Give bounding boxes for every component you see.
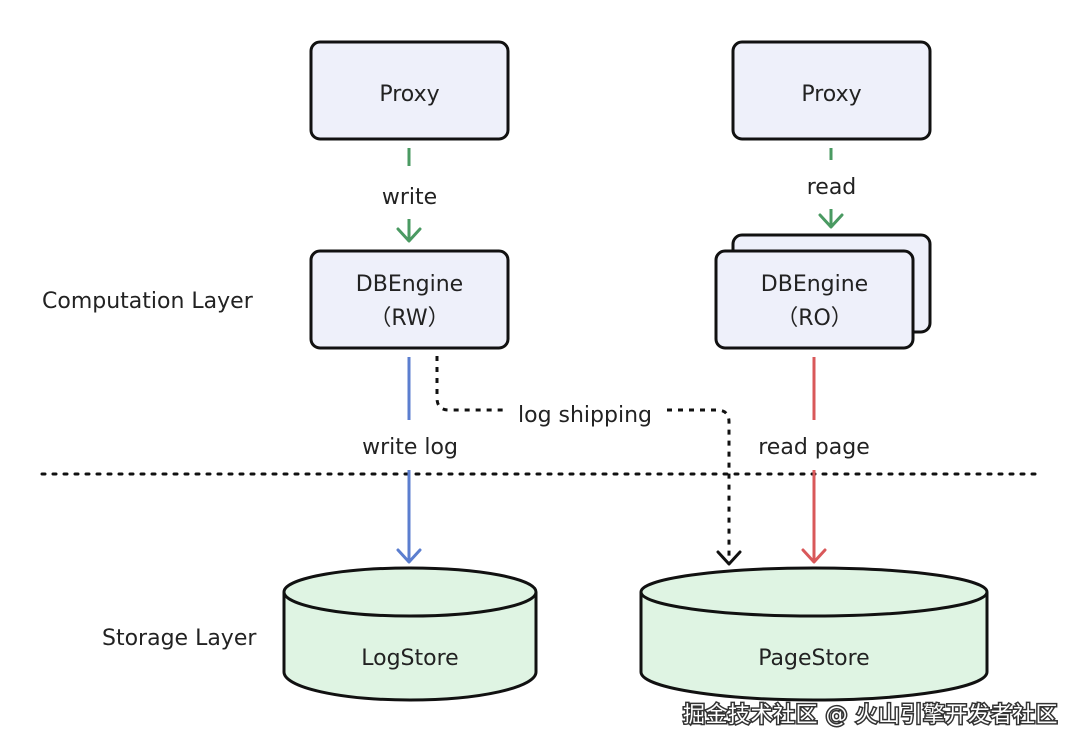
dbengine-ro-box (714, 249, 915, 350)
dbengine-rw-label-line1: DBEngine (356, 272, 463, 297)
logstore-label: LogStore (361, 646, 458, 671)
dbengine-ro-label-line1: DBEngine (761, 272, 868, 297)
dbengine-ro-label-line2: （RO） (776, 306, 853, 331)
read-page-arrow-head (801, 548, 827, 564)
read-arrow-head (818, 213, 844, 229)
write-arrow-head (396, 227, 422, 243)
read-page-edge-label: read page (758, 435, 869, 460)
log-shipping-arrow-right (667, 408, 731, 562)
pagestore-cylinder-top (639, 566, 989, 618)
proxy-ro-label: Proxy (801, 82, 861, 107)
pagestore-cylinder (639, 566, 989, 702)
proxy-ro-box (731, 40, 932, 141)
log-shipping-edge-label: log shipping (518, 403, 652, 428)
logstore-cylinder-body (282, 592, 538, 702)
write-log-edge-label: write log (362, 435, 458, 460)
dbengine-rw-box (309, 249, 510, 350)
proxy-rw-box (309, 40, 510, 141)
pagestore-label: PageStore (758, 646, 869, 671)
log-shipping-arrow-left (435, 356, 505, 412)
write-log-arrow-head (396, 548, 422, 564)
computation-layer-label: Computation Layer (42, 289, 254, 314)
watermark-text: 掘金技术社区 @ 火山引擎开发者社区 (683, 703, 1058, 728)
logstore-cylinder-top (282, 566, 538, 618)
write-edge-label: write (382, 185, 437, 210)
logstore-cylinder (282, 566, 538, 702)
dbengine-rw-label-line2: （RW） (369, 306, 449, 331)
storage-layer-label: Storage Layer (102, 626, 257, 651)
log-shipping-arrow-head (716, 550, 742, 566)
read-edge-label: read (807, 175, 857, 200)
proxy-rw-label: Proxy (379, 82, 439, 107)
pagestore-cylinder-body (639, 592, 989, 702)
